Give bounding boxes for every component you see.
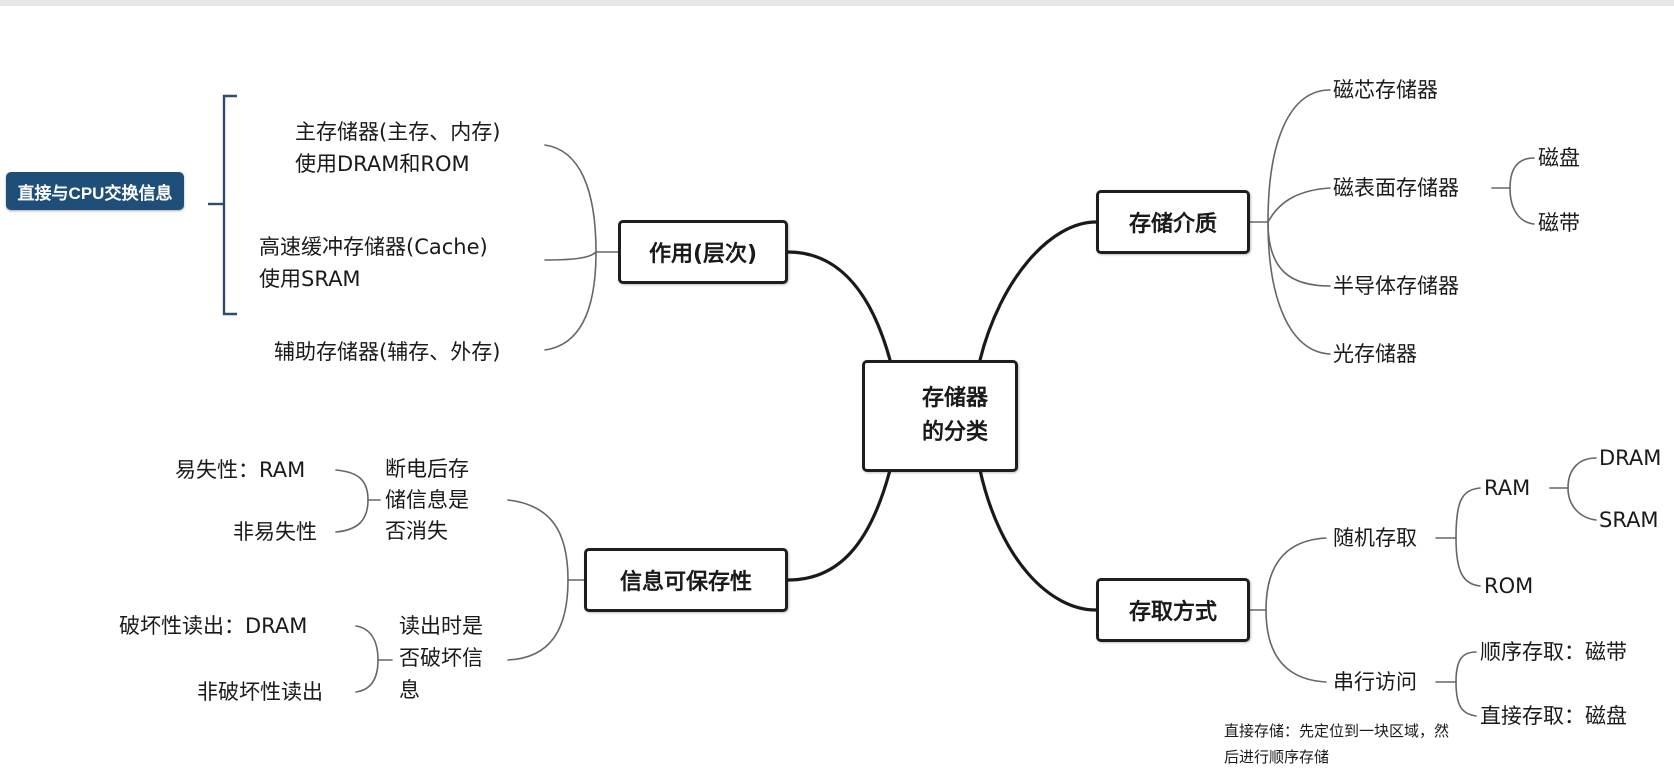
cache-memory-usage: 使用SRAM <box>259 267 361 291</box>
destructive-question-line2: 否破坏信 <box>399 646 483 670</box>
link-center-to-access <box>978 468 1098 612</box>
serial-access-label: 串行访问 <box>1333 670 1417 694</box>
center-title-line1: 存储器 <box>921 386 988 411</box>
retention-node[interactable]: 信息可保存性 <box>584 548 788 612</box>
direct-access-note-line2: 后进行顺序存储 <box>1224 748 1330 766</box>
destructive-read-label: 破坏性读出：DRAM <box>119 614 308 638</box>
random-access-label: 随机存取 <box>1333 526 1417 550</box>
center-node[interactable]: 存储器 的分类 <box>862 360 1018 472</box>
link-center-to-medium <box>978 220 1098 362</box>
main-memory-label: 主存储器(主存、内存) <box>295 120 501 144</box>
direct-access-note-line1: 直接存储：先定位到一块区域，然 <box>1224 722 1450 740</box>
window-top-bar <box>0 0 1674 6</box>
link-center-to-retention <box>786 468 892 582</box>
tag-bracket <box>222 94 237 316</box>
destructive-question-line3: 息 <box>399 678 420 702</box>
direct-access-label: 直接存取：磁盘 <box>1480 704 1627 728</box>
role-node[interactable]: 作用(层次) <box>618 220 788 284</box>
access-node[interactable]: 存取方式 <box>1096 578 1250 642</box>
volatility-question-line3: 否消失 <box>385 519 448 543</box>
volatile-label: 易失性：RAM <box>175 458 306 482</box>
ram-label: RAM <box>1484 476 1531 500</box>
disk-label: 磁盘 <box>1538 146 1580 170</box>
volatility-question-line2: 储信息是 <box>385 488 469 512</box>
core-memory-label: 磁芯存储器 <box>1333 78 1438 102</box>
tape-label: 磁带 <box>1538 211 1580 235</box>
sram-label: SRAM <box>1599 508 1659 532</box>
nonvolatile-label: 非易失性 <box>233 520 317 544</box>
auxiliary-memory-label: 辅助存储器(辅存、外存) <box>274 340 501 364</box>
optical-memory-label: 光存储器 <box>1333 342 1417 366</box>
nondestructive-read-label: 非破坏性读出 <box>197 680 323 704</box>
cache-memory-label: 高速缓冲存储器(Cache) <box>259 235 488 259</box>
volatility-question-line1: 断电后存 <box>385 457 469 481</box>
dram-label: DRAM <box>1599 446 1662 470</box>
center-title-line2: 的分类 <box>921 420 988 445</box>
surface-memory-label: 磁表面存储器 <box>1333 176 1459 200</box>
link-center-to-role <box>786 250 892 362</box>
destructive-question-line1: 读出时是 <box>399 614 483 638</box>
sequential-access-label: 顺序存取：磁带 <box>1480 640 1627 664</box>
main-memory-usage: 使用DRAM和ROM <box>295 152 470 176</box>
rom-label: ROM <box>1484 574 1534 598</box>
semiconductor-memory-label: 半导体存储器 <box>1333 274 1459 298</box>
cpu-exchange-tag[interactable]: 直接与CPU交换信息 <box>6 172 184 210</box>
medium-node[interactable]: 存储介质 <box>1096 190 1250 254</box>
